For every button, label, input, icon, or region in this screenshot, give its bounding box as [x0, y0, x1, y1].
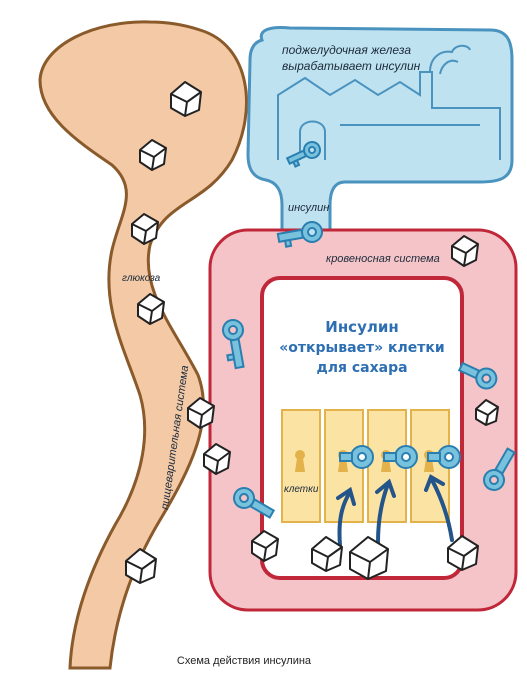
- pancreas-label-line2: вырабатывает инсулин: [282, 59, 421, 73]
- center-title-line3: для сахара: [316, 360, 407, 376]
- insulin-label: инсулин: [288, 202, 329, 214]
- cells-label: клетки: [284, 484, 319, 495]
- glucose-label: глюкоза: [122, 273, 161, 284]
- pancreas-label-line1: поджелудочная железа: [282, 43, 411, 57]
- keys-in-locks: [340, 446, 460, 468]
- center-title-line1: Инсулин: [325, 318, 398, 336]
- center-title-line2: «открывает» клетки: [279, 340, 444, 356]
- bloodstream-label: кровеносная система: [326, 253, 440, 265]
- figure-caption: Схема действия инсулина: [177, 655, 312, 667]
